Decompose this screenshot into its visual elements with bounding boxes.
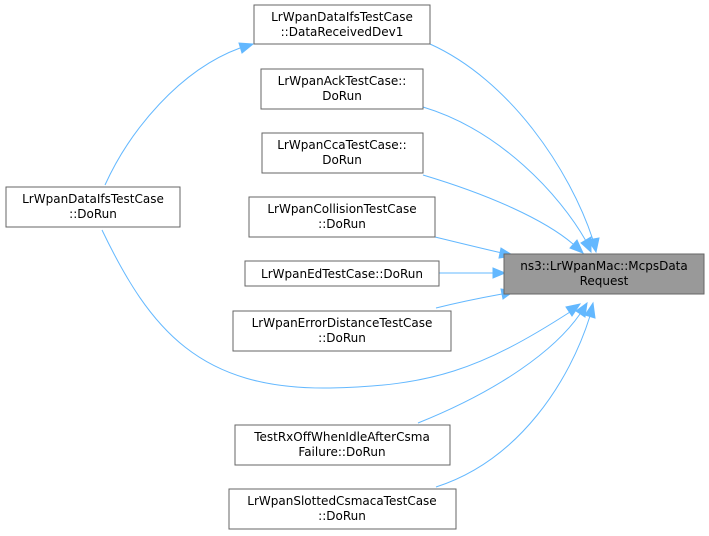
- node-box: [253, 4, 431, 45]
- node-label-line1: LrWpanSlottedCsmacaTestCase: [247, 494, 436, 508]
- node-box: [232, 310, 452, 352]
- edge-slotted-to-target: [435, 315, 591, 488]
- node-label-line2: Request: [580, 274, 629, 288]
- node-collision-dorun[interactable]: LrWpanCollisionTestCase ::DoRun: [248, 196, 436, 238]
- node-cca-dorun[interactable]: LrWpanCcaTestCase:: DoRun: [261, 132, 424, 174]
- node-data-ifs-dorun[interactable]: LrWpanDataIfsTestCase ::DoRun: [5, 186, 181, 228]
- arrowhead-target-2: [580, 236, 592, 254]
- node-mcps-data-request[interactable]: ns3::LrWpanMac::McpsData Request: [503, 253, 705, 295]
- node-box: [248, 196, 436, 238]
- node-label-line1: ns3::LrWpanMac::McpsData: [520, 259, 688, 273]
- node-label-line2: DoRun: [322, 89, 362, 103]
- edges: [101, 42, 600, 488]
- node-ack-dorun[interactable]: LrWpanAckTestCase:: DoRun: [260, 68, 424, 110]
- node-box: [261, 132, 424, 174]
- node-box: [244, 260, 440, 287]
- node-label-line2: ::DoRun: [318, 217, 366, 231]
- node-label-line2: ::DoRun: [318, 509, 366, 523]
- node-label-line1: LrWpanDataIfsTestCase: [22, 192, 164, 206]
- node-label-line2: Failure::DoRun: [298, 445, 385, 459]
- node-ed-dorun[interactable]: LrWpanEdTestCase::DoRun: [244, 260, 440, 287]
- node-box: [228, 488, 457, 530]
- edge-dorun-to-datareceived: [104, 47, 241, 186]
- edge-dorun-to-target: [101, 229, 571, 389]
- node-label-line2: ::DoRun: [318, 331, 366, 345]
- node-label-line2: ::DoRun: [69, 207, 117, 221]
- node-error-distance-dorun[interactable]: LrWpanErrorDistanceTestCase ::DoRun: [232, 310, 452, 352]
- arrowhead-target-8: [575, 301, 588, 318]
- arrowhead-target-9: [584, 301, 596, 319]
- node-box: [260, 68, 424, 110]
- arrowhead-target-7: [565, 303, 582, 317]
- edge-errordistance-to-target: [435, 293, 503, 309]
- node-label-line1: LrWpanDataIfsTestCase: [271, 10, 413, 24]
- node-label-line2: ::DataReceivedDev1: [281, 25, 404, 39]
- edge-datareceived-to-target: [429, 43, 594, 241]
- node-box: [5, 186, 181, 228]
- edge-collision-to-target: [434, 236, 503, 254]
- node-rx-off-dorun[interactable]: TestRxOffWhenIdleAfterCsma Failure::DoRu…: [234, 424, 451, 466]
- node-label-line1: LrWpanCollisionTestCase: [267, 202, 416, 216]
- node-label-line1: LrWpanEdTestCase::DoRun: [261, 267, 423, 281]
- edge-cca-to-target: [422, 174, 574, 245]
- node-label-line1: TestRxOffWhenIdleAfterCsma: [253, 430, 430, 444]
- arrowhead-datareceived: [238, 42, 255, 54]
- node-slotted-csmaca-dorun[interactable]: LrWpanSlottedCsmacaTestCase ::DoRun: [228, 488, 457, 530]
- node-label-line1: LrWpanCcaTestCase::: [277, 138, 406, 152]
- node-box: [234, 424, 451, 466]
- edge-ack-to-target: [422, 106, 587, 242]
- edge-rxoff-to-target: [417, 313, 581, 424]
- node-label-line1: LrWpanErrorDistanceTestCase: [252, 316, 433, 330]
- arrowhead-target-5: [492, 267, 507, 279]
- node-label-line2: DoRun: [322, 153, 362, 167]
- node-data-received-dev1[interactable]: LrWpanDataIfsTestCase ::DataReceivedDev1: [253, 4, 431, 45]
- node-box: [503, 253, 705, 295]
- node-label-line1: LrWpanAckTestCase::: [278, 74, 407, 88]
- arrowhead-target-3: [569, 239, 584, 254]
